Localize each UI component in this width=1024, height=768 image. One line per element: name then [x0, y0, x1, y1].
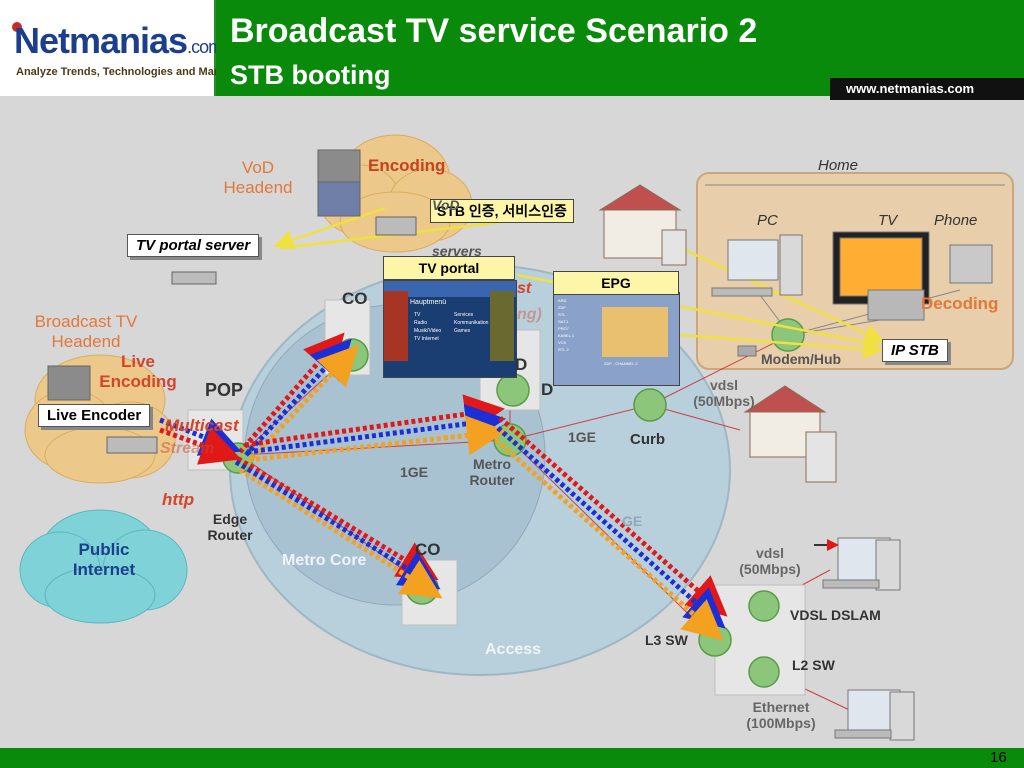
portal-item[interactable]: Kommunikation — [454, 320, 489, 326]
link-ge: GE — [622, 513, 643, 529]
public-internet-label: Public Internet — [72, 540, 136, 579]
phone-label: Phone — [934, 212, 978, 229]
stream-label: Stream — [160, 440, 215, 457]
modem-hub-node — [771, 318, 805, 352]
portal-heading: Hauptmenü — [410, 299, 447, 306]
vod-headend-label: VoD Headend — [223, 158, 293, 197]
hidden-d-top-label: D — [515, 355, 528, 374]
ethernet-label: Ethernet (100Mbps) — [746, 699, 816, 731]
epg-channel: ZDF — [558, 305, 566, 310]
l2-sw-label: L2 SW — [792, 657, 835, 673]
logo-tagline: Analyze Trends, Technologies and Market — [16, 66, 235, 78]
logo-dot-icon — [12, 22, 22, 32]
broadcast-headend-label: Broadcast TV Headend — [34, 312, 138, 351]
vod-servers-label: VoD servers — [432, 197, 482, 259]
edge-router-label: Edge Router — [207, 511, 253, 543]
vdsl-top-label: vdsl (50Mbps) — [693, 377, 755, 409]
tv-portal-label: TV portal — [383, 256, 515, 280]
tv-label: TV — [878, 212, 898, 229]
public-internet-cloud — [19, 509, 188, 624]
epg-channel: SAT.1 — [558, 319, 569, 324]
epg-channel: PRO7 — [558, 326, 569, 331]
pop-label: POP — [205, 380, 244, 400]
co-top-label: CO — [342, 289, 368, 308]
logo-panel — [0, 0, 216, 96]
d-router-node — [496, 373, 530, 407]
modem-hub-label: Modem/Hub — [761, 351, 842, 367]
pc-label: PC — [757, 212, 778, 229]
metro-core-label: Metro Core — [282, 552, 367, 569]
house-icon — [598, 184, 687, 266]
epg-label: EPG — [553, 271, 679, 295]
portal-item[interactable]: Musik/Video — [414, 328, 442, 334]
live-encoder-callout: Live Encoder — [38, 404, 151, 427]
hidden-d-bottom-label: D — [541, 380, 554, 399]
link-1ge-b: 1GE — [400, 464, 429, 480]
link-1ge-a: 1GE — [568, 429, 597, 445]
epg-program: ZDF - CHANNEL 2 — [604, 361, 638, 366]
access-label: Access — [485, 641, 542, 658]
vdsl-bottom-label: vdsl (50Mbps) — [739, 545, 801, 577]
network-diagram — [19, 134, 1014, 741]
encoding-label: Encoding — [368, 156, 446, 175]
http-label: http — [162, 490, 195, 509]
slide-title: Broadcast TV service Scenario 2 — [230, 12, 758, 50]
live-encoding-label: Live Encoding — [99, 352, 177, 391]
vdsl-dslam-node — [748, 590, 780, 622]
portal-item[interactable]: Radio — [414, 320, 428, 326]
vdsl-dslam-label: VDSL DSLAM — [790, 607, 881, 623]
epg-channel: RTL — [558, 312, 566, 317]
stb-auth-label: STB 인증, 서비스인증 — [430, 199, 574, 223]
curb-label: Curb — [630, 431, 665, 448]
portal-item[interactable]: Games — [454, 328, 471, 334]
decoding-label: Decoding — [921, 294, 999, 313]
epg-channel: ARD — [558, 298, 567, 303]
portal-item[interactable]: TV — [414, 312, 421, 318]
slide-subtitle: STB booting — [230, 60, 391, 90]
tv-portal-server-callout: TV portal server — [127, 234, 260, 257]
epg-channel: VOX — [558, 340, 567, 345]
epg-channel: RTL 2 — [558, 347, 569, 352]
portal-item[interactable]: Services — [454, 312, 474, 318]
page-number: 16 — [990, 749, 1007, 766]
metro-router-label: Metro Router — [469, 456, 515, 488]
portal-item[interactable]: TV Internet — [414, 336, 439, 342]
curb-node — [633, 388, 667, 422]
multicast-label: Multicast — [165, 416, 239, 435]
l2-sw-node — [748, 656, 780, 688]
ip-stb-callout: IP STB — [882, 339, 948, 362]
epg-channel: KABEL 1 — [558, 333, 575, 338]
co-bottom-label: CO — [415, 540, 441, 559]
logo: Netmanias.com — [14, 20, 223, 61]
l3-sw-label: L3 SW — [645, 632, 688, 648]
tv-portal-screen: Hauptmenü TV Radio Musik/Video TV Intern… — [383, 280, 517, 378]
footer-bar — [0, 748, 1024, 768]
website-link[interactable]: www.netmanias.com — [846, 81, 975, 96]
url-banner — [830, 78, 1024, 100]
l3-sw-node — [698, 623, 732, 657]
epg-screen: ARD ZDF RTL SAT.1 PRO7 KABEL 1 VOX RTL 2… — [553, 292, 680, 386]
hidden-ng-label: ng) — [517, 306, 542, 323]
hidden-st-label: st — [517, 280, 532, 297]
home-label: Home — [818, 157, 859, 174]
